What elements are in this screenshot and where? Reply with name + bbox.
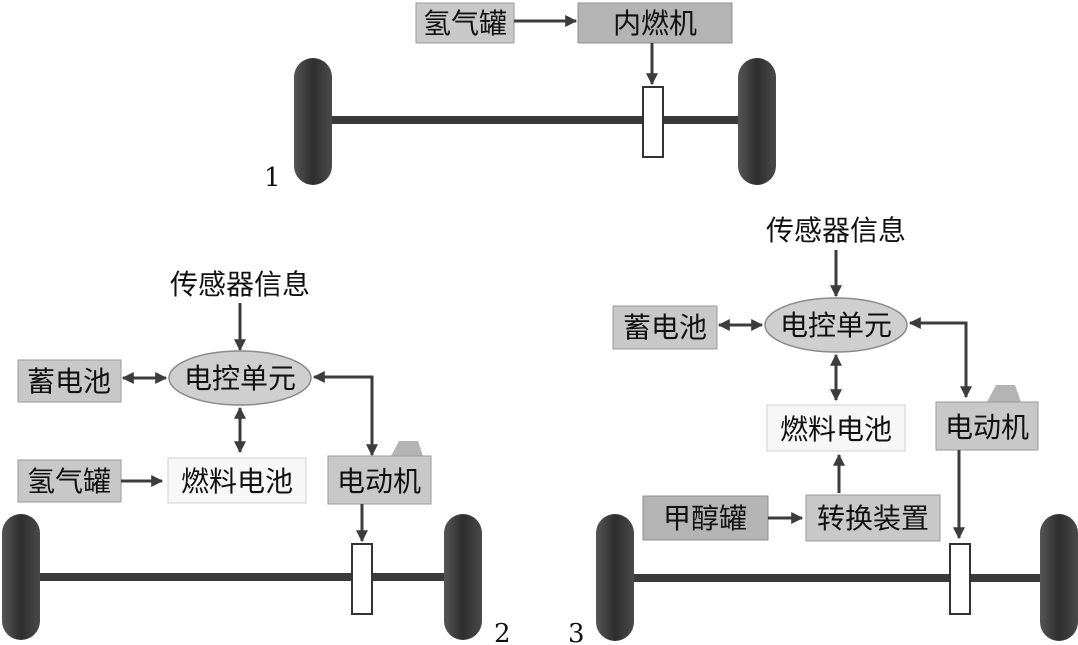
d3-fuelcell-box: [766, 404, 906, 452]
d1-ice-label: 内燃机: [613, 7, 697, 40]
d2-h2-tank-box: [17, 459, 122, 503]
d3-converter-box: [805, 494, 941, 542]
d3-fuelcell-label: 燃料电池: [780, 413, 892, 446]
d3-motor-cap: [987, 385, 1021, 402]
d1-number: 1: [264, 163, 281, 193]
d1-h2-tank-box: [415, 2, 515, 44]
d2-ecu-label: 电控单元: [184, 362, 296, 395]
d3-ecu-ellipse: [764, 297, 908, 353]
d2-motor-cap: [391, 441, 423, 456]
d2-fuelcell-box: [167, 457, 307, 504]
d2-battery-label: 蓄电池: [27, 365, 111, 398]
d3-left-wheel: [596, 514, 634, 641]
d2-left-wheel: [2, 514, 40, 640]
d2-motor-box: [327, 455, 432, 505]
d2-number: 2: [494, 619, 511, 645]
d3-converter-label: 转换装置: [817, 502, 929, 535]
d1-gearbox: [642, 86, 664, 158]
d3-ecu-label: 电控单元: [780, 309, 892, 342]
d3-methanol-tank-box: [642, 495, 769, 541]
d2-ecu-ellipse: [168, 350, 312, 406]
d2-h2-tank-label: 氢气罐: [27, 465, 111, 498]
d2-arrow-ecu-motor: [312, 371, 378, 457]
d3-gearbox: [949, 543, 971, 615]
d2-gearbox: [351, 543, 373, 615]
d3-battery-label: 蓄电池: [623, 311, 707, 344]
diagram-2: 传感器信息 电控单元 蓄电池 氢气罐 燃料电池 电动机 2: [2, 268, 511, 645]
d2-motor-label: 电动机: [337, 465, 421, 498]
d1-ice-box: [577, 2, 733, 44]
d3-right-wheel: [1040, 514, 1078, 641]
d1-right-wheel: [738, 58, 776, 185]
d3-battery-box: [612, 305, 718, 350]
d2-battery-box: [17, 359, 122, 403]
d3-motor-label: 电动机: [945, 411, 1029, 444]
d2-right-wheel: [444, 514, 482, 640]
d3-sensor-info: 传感器信息: [766, 214, 906, 247]
d3-number: 3: [568, 619, 585, 645]
d3-motor-box: [935, 401, 1039, 451]
d1-left-wheel: [294, 58, 332, 185]
d2-sensor-info: 传感器信息: [170, 268, 310, 301]
d3-arrow-ecu-motor: [908, 317, 972, 399]
d2-fuelcell-label: 燃料电池: [181, 465, 293, 498]
diagram-1: 氢气罐 内燃机 1: [264, 2, 776, 193]
d1-h2-tank-label: 氢气罐: [423, 7, 507, 40]
diagram-3: 传感器信息 电控单元 蓄电池 燃料电池 电动机 甲醇罐 转换装置 3: [568, 214, 1078, 645]
d3-methanol-tank-label: 甲醇罐: [663, 502, 747, 535]
